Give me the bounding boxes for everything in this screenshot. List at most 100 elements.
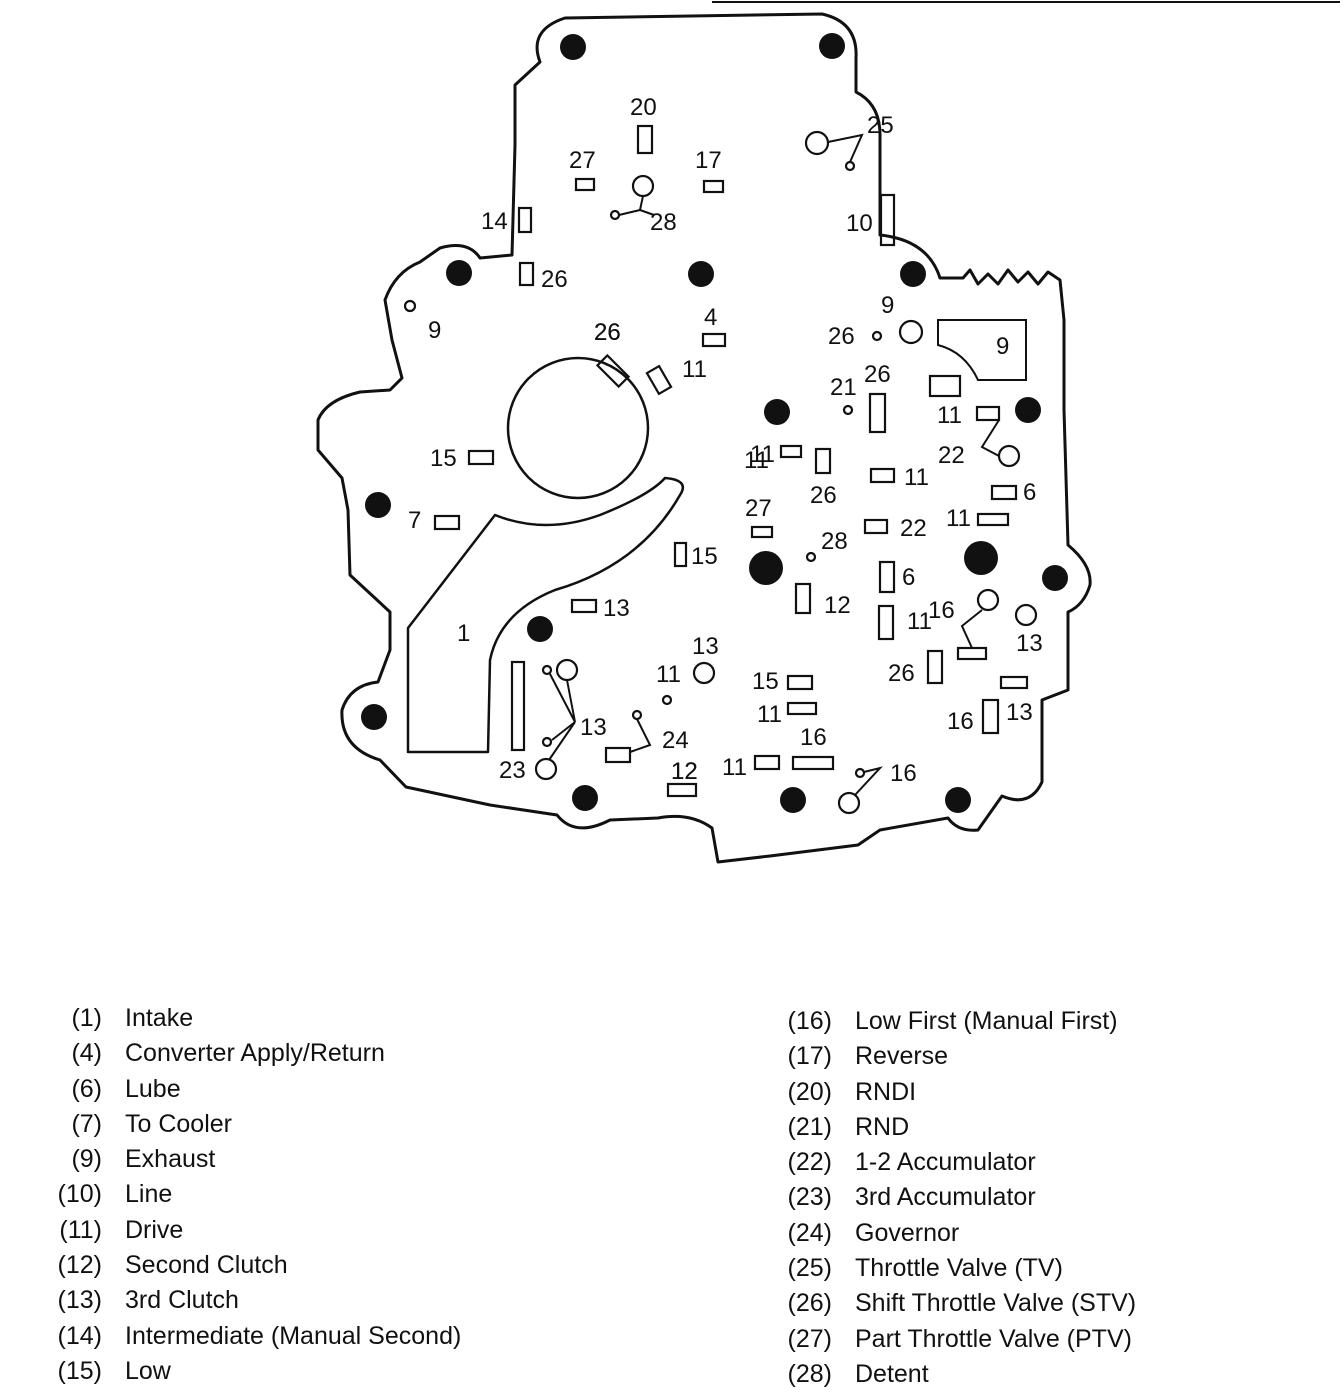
legend-label: RNDI	[855, 1077, 917, 1106]
port	[879, 193, 896, 247]
bolt-hole	[900, 261, 926, 287]
legend-item: (10)Line	[30, 1177, 461, 1212]
bolt-hole	[446, 260, 472, 286]
label: 13	[692, 633, 719, 660]
port	[814, 447, 832, 475]
bolt-hole	[945, 787, 971, 813]
legend-number: (17)	[787, 1042, 832, 1071]
label: 9	[996, 333, 1009, 360]
legend-item: (9)Exhaust	[30, 1142, 461, 1177]
label: 13	[580, 714, 607, 741]
label: 26	[810, 482, 837, 509]
check-ball	[661, 694, 673, 706]
label: 28	[650, 209, 677, 236]
legend-number: (11)	[59, 1215, 102, 1244]
legend-number: (16)	[787, 1007, 832, 1035]
legend-item: (15) Low	[30, 1354, 461, 1389]
legend-item: (11)Drive	[30, 1213, 461, 1248]
legend-label: Throttle Valve (TV)	[855, 1254, 1063, 1283]
label: 15	[430, 445, 457, 472]
legend-label: Lube	[125, 1074, 181, 1103]
port	[666, 782, 698, 798]
legend-label: Second Clutch	[125, 1251, 288, 1280]
port	[701, 332, 727, 348]
label: 27	[745, 495, 772, 522]
legend-label: 3rd Clutch	[125, 1286, 239, 1315]
port	[779, 444, 803, 459]
legend-item: (26)Shift Throttle Valve (STV)	[782, 1286, 1137, 1321]
port	[518, 261, 535, 287]
legend-number: (23)	[787, 1183, 832, 1212]
check-ball	[805, 551, 817, 563]
label: 20	[630, 94, 657, 121]
port	[574, 177, 596, 192]
port	[794, 582, 812, 615]
legend-item: (4)Converter Apply/Return	[30, 1036, 461, 1071]
label: 11	[656, 661, 681, 688]
port	[786, 701, 818, 716]
legend-label: Shift Throttle Valve (STV)	[855, 1289, 1137, 1318]
label: 11	[682, 356, 707, 383]
bolt-hole	[365, 492, 391, 518]
port	[878, 560, 896, 594]
check-ball	[534, 757, 558, 781]
port	[981, 698, 1000, 735]
legend-label: Low First (Manual First)	[855, 1007, 1118, 1035]
label: 26	[864, 361, 891, 388]
legend-item: (23)3rd Accumulator	[782, 1180, 1136, 1215]
port	[999, 675, 1029, 690]
check-ball	[631, 709, 643, 721]
valve-body-gasket-diagram: 1 4 6 6 7 9 9 9 10 11 11 11 11 11 11 11 …	[316, 12, 1092, 864]
port	[786, 674, 814, 691]
legend-item: (27)Part Throttle Valve (PTV)	[782, 1322, 1136, 1357]
bolt-holes	[361, 33, 1068, 813]
bolt-hole	[688, 261, 714, 287]
legend-number: (24)	[787, 1218, 832, 1247]
legend-label: Intermediate (Manual Second)	[125, 1321, 462, 1350]
label: 26	[594, 319, 621, 346]
port	[975, 405, 1001, 422]
port	[753, 754, 781, 771]
check-ball	[842, 404, 854, 416]
bolt-hole	[780, 787, 806, 813]
legend-label: Reverse	[855, 1042, 949, 1071]
label: 28	[821, 528, 848, 555]
label: 9	[881, 292, 894, 319]
port	[702, 179, 725, 194]
legend-item: (6) Lube	[30, 1072, 461, 1107]
label: 10	[846, 210, 873, 237]
diagram-labels: 1 4 6 6 7 9 9 9 10 11 11 11 11 11 11 11 …	[408, 94, 1043, 787]
check-ball	[541, 736, 553, 748]
bolt-hole	[560, 34, 586, 60]
leader-lines	[548, 133, 1027, 796]
exhaust-pocket	[937, 319, 1027, 381]
legend-item: (13)3rd Clutch	[30, 1283, 461, 1318]
ports	[433, 124, 1029, 798]
legend-label: RND	[855, 1112, 910, 1141]
label: 11	[907, 608, 932, 635]
port	[673, 541, 688, 568]
legend-label: Converter Apply/Return	[125, 1039, 385, 1068]
label: 11	[722, 754, 747, 781]
label: 15	[752, 668, 779, 695]
port	[976, 512, 1010, 527]
port	[791, 755, 835, 771]
bolt-hole	[819, 33, 845, 59]
port	[926, 649, 944, 685]
label: 12	[671, 758, 698, 785]
legend-number: (14)	[57, 1321, 102, 1350]
leader-line	[618, 195, 655, 216]
label: 23	[499, 757, 526, 784]
legend-number: (10)	[57, 1180, 102, 1209]
check-ball	[976, 588, 1000, 612]
check-ball	[837, 791, 861, 815]
legend-label: Low	[125, 1356, 171, 1385]
legend-number: (15)	[57, 1356, 102, 1385]
label: 26	[594, 319, 621, 346]
legend-number: (6)	[71, 1074, 102, 1103]
port	[604, 746, 632, 764]
label: 21	[830, 374, 857, 401]
port	[750, 525, 774, 539]
check-ball	[997, 444, 1021, 468]
legend-item: (21)RND	[782, 1110, 1136, 1145]
